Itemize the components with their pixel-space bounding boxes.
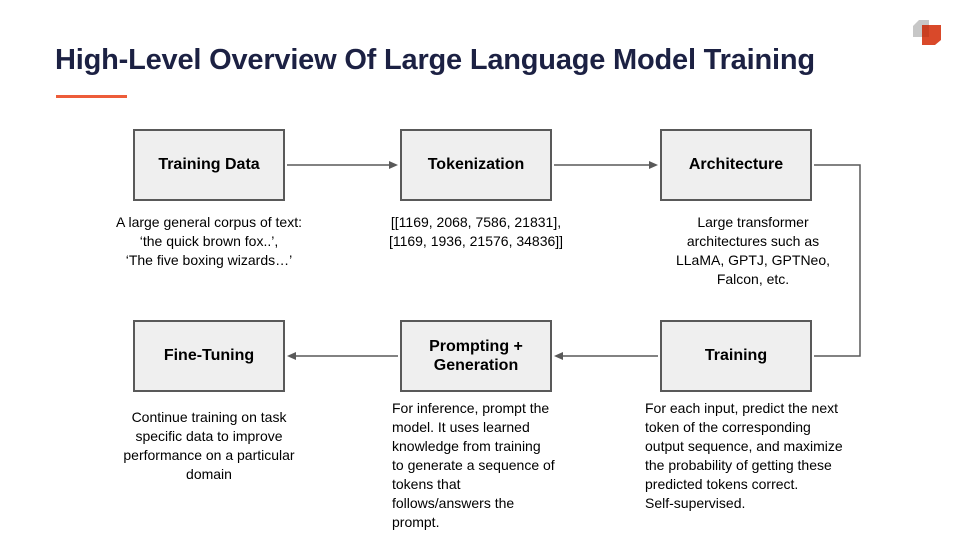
node-prompting-generation: Prompting + Generation [400, 320, 552, 392]
node-training: Training [660, 320, 812, 392]
description-prompting-generation: For inference, prompt the model. It uses… [392, 400, 555, 530]
node-label: Fine-Tuning [163, 347, 255, 365]
node-architecture: Architecture [660, 129, 812, 201]
node-label: Architecture [688, 156, 784, 174]
description-training: For each input, predict the next token o… [645, 400, 843, 511]
logo-shapes [913, 20, 941, 45]
arrowhead-left-2 [287, 352, 296, 360]
arrowhead-right-2 [649, 161, 658, 169]
description-training-data: A large general corpus of text: ‘the qui… [116, 214, 302, 268]
description-architecture: Large transformer architectures such as … [675, 214, 831, 287]
description-fine-tuning: Continue training on task specific data … [123, 409, 295, 482]
arrowhead-left-1 [554, 352, 563, 360]
connector-architecture-training [814, 164, 861, 357]
node-label: Training Data [158, 156, 260, 174]
logo-icon [908, 18, 944, 50]
node-training-data: Training Data [133, 129, 285, 201]
node-label: Prompting + Generation [429, 337, 523, 374]
node-tokenization: Tokenization [400, 129, 552, 201]
title-underline [56, 95, 127, 98]
arrowhead-right-1 [389, 161, 398, 169]
node-label: Training [704, 347, 768, 365]
node-label: Tokenization [427, 156, 525, 174]
description-tokenization: [[1169, 2068, 7586, 21831], [1169, 1936,… [388, 214, 564, 249]
slide-title: High-Level Overview Of Large Language Mo… [55, 44, 815, 76]
node-fine-tuning: Fine-Tuning [133, 320, 285, 392]
